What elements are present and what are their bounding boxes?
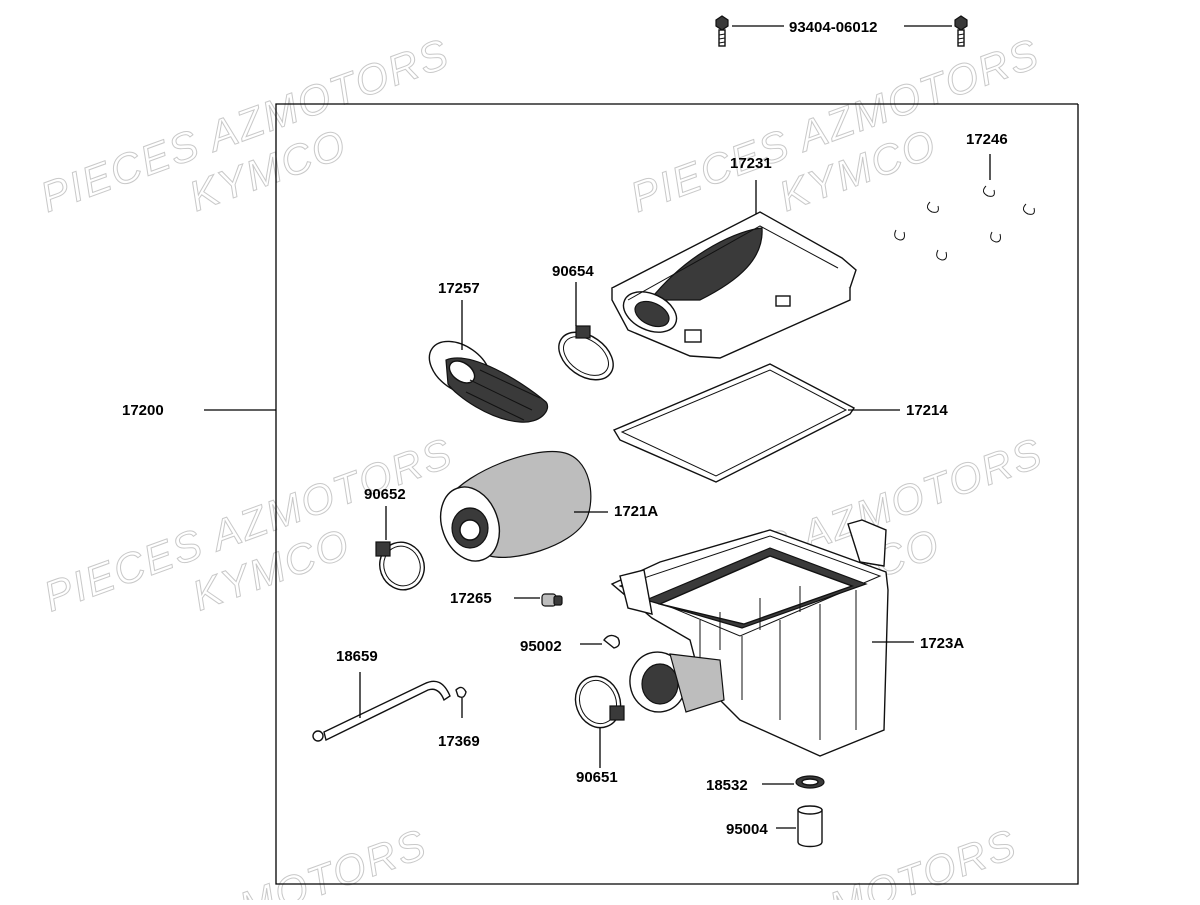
breather-tube-icon xyxy=(312,680,451,742)
filter-element-icon xyxy=(439,450,592,562)
part-label-17214: 17214 xyxy=(906,402,948,419)
gasket-icon xyxy=(612,363,856,483)
watermark-text: MOTORS xyxy=(233,820,433,900)
part-label-90652: 90652 xyxy=(364,486,406,503)
drain-plug-icon xyxy=(541,593,563,607)
part-label-18659: 18659 xyxy=(336,648,378,665)
watermark-text: MOTORS xyxy=(823,820,1023,900)
tube-clip-icon xyxy=(455,686,467,699)
assembly-frame xyxy=(275,103,1079,885)
intake-duct-icon xyxy=(428,340,549,423)
bolt-right-icon xyxy=(954,15,968,47)
hose-clamp-filter-icon xyxy=(375,541,425,591)
clip-set-icon xyxy=(894,185,1035,261)
part-label-17369: 17369 xyxy=(438,733,480,750)
part-label-1721A: 1721A xyxy=(614,503,658,520)
small-clip-icon xyxy=(603,634,621,649)
air-cleaner-case-icon xyxy=(610,519,889,757)
part-label-17246: 17246 xyxy=(966,131,1008,148)
part-label-17265: 17265 xyxy=(450,590,492,607)
part-label-90651: 90651 xyxy=(576,769,618,786)
hose-clamp-top-icon xyxy=(558,325,614,381)
o-ring-icon xyxy=(795,775,825,789)
part-label-1723A: 1723A xyxy=(920,635,964,652)
part-label-95002: 95002 xyxy=(520,638,562,655)
drain-tube-icon xyxy=(797,805,823,848)
part-label-95004: 95004 xyxy=(726,821,768,838)
hose-clamp-bottom-icon xyxy=(574,675,625,729)
bolt-left-icon xyxy=(715,15,729,47)
part-label-17200: 17200 xyxy=(122,402,164,419)
part-label-93404-06012: 93404-06012 xyxy=(789,19,877,36)
part-label-17231: 17231 xyxy=(730,155,772,172)
part-label-18532: 18532 xyxy=(706,777,748,794)
part-label-17257: 17257 xyxy=(438,280,480,297)
air-cleaner-cover-icon xyxy=(611,211,857,359)
part-label-90654: 90654 xyxy=(552,263,594,280)
